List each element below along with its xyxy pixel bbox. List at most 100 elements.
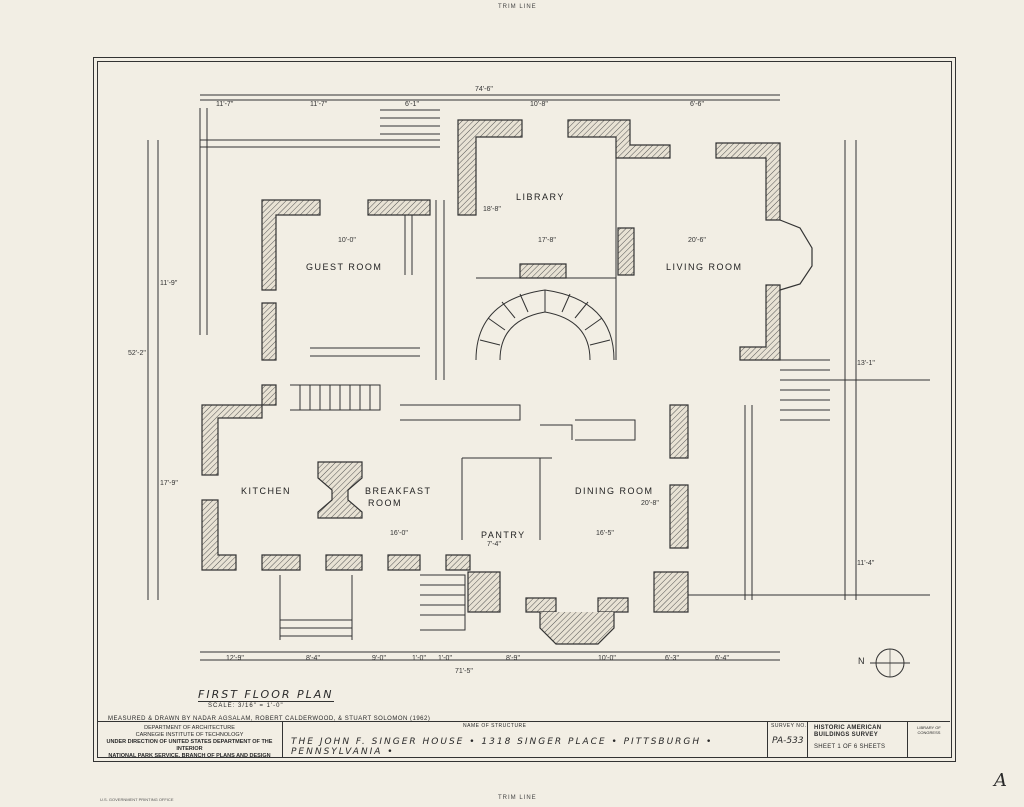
- dim-right-2: 13'-1": [857, 360, 875, 367]
- north-arrow: [870, 648, 910, 678]
- bay-window-dining: [539, 612, 615, 645]
- survey-no: PA-533: [772, 736, 804, 746]
- department-line-4: NATIONAL PARK SERVICE, BRANCH OF PLANS A…: [108, 753, 271, 759]
- dim-top-3: 6'-1": [405, 101, 419, 108]
- dim-dining-width: 16'-5": [596, 530, 614, 537]
- dim-top-1: 11'-7": [216, 101, 234, 108]
- name-of-structure-label: NAME OF STRUCTURE: [463, 723, 527, 729]
- back-stair: [290, 384, 381, 411]
- department-line-3: UNDER DIRECTION OF UNITED STATES DEPARTM…: [106, 739, 273, 752]
- partition-dining-north: [400, 404, 521, 421]
- wall-pantry-south: [445, 554, 471, 571]
- wall-bay-right: [597, 597, 629, 613]
- dim-top-2: 11'-7": [310, 101, 328, 108]
- dim-living-width: 20'-6": [688, 237, 706, 244]
- plan-scale: SCALE: 3/16" = 1'-0": [208, 703, 284, 709]
- dim-bottom-2: 8'-4": [306, 655, 320, 662]
- title-block-library: LIBRARY OF CONGRESS: [908, 722, 950, 757]
- wall-guest-west: [261, 302, 277, 361]
- wall-library-north: [567, 119, 671, 159]
- dim-top-4: 10'-8": [530, 101, 548, 108]
- east-steps: [780, 359, 830, 421]
- wall-dining-east-2: [669, 484, 689, 549]
- dim-left-1: 11'-9": [160, 280, 178, 287]
- trim-line-top: TRIM LINE: [498, 4, 537, 10]
- south-steps: [279, 575, 353, 640]
- wall-breakfast-south: [325, 554, 363, 571]
- habs-line-1: HISTORIC AMERICAN: [814, 725, 882, 731]
- dim-bottom-9: 6'-4": [715, 655, 729, 662]
- sheet-number: SHEET 1 OF 6 SHEETS: [814, 744, 886, 750]
- stair-treads: [479, 290, 611, 346]
- structure-name: THE JOHN F. SINGER HOUSE • 1318 SINGER P…: [291, 737, 714, 757]
- wall-dining-southeast: [653, 571, 689, 613]
- wall-kitchen-north: [201, 384, 277, 476]
- fireplace-living: [617, 227, 635, 276]
- partition-dining-west: [540, 424, 573, 440]
- porch-north: [200, 139, 440, 148]
- dim-bottom-5: 1'-0": [438, 655, 452, 662]
- dim-bottom-8: 6'-3": [665, 655, 679, 662]
- room-label-library: LIBRARY: [516, 192, 565, 202]
- title-block-habs: HISTORIC AMERICAN BUILDINGS SURVEY SHEET…: [808, 722, 908, 757]
- title-block-department: DEPARTMENT OF ARCHITECTURE CARNEGIE INST…: [97, 722, 283, 759]
- printer-mark: U.S. GOVERNMENT PRINTING OFFICE: [100, 797, 174, 802]
- wall-dining-south: [467, 571, 501, 613]
- room-label-kitchen: KITCHEN: [241, 486, 292, 496]
- signature-mark: A: [994, 770, 1007, 791]
- dim-bottom-7: 10'-0": [598, 655, 616, 662]
- partition-dining-north-2: [575, 419, 636, 441]
- wall-living-north: [715, 142, 781, 221]
- dim-top-5: 6'-6": [690, 101, 704, 108]
- dim-pantry-width: 7'-4": [487, 541, 501, 548]
- wall-breakfast-south-2: [387, 554, 421, 571]
- trim-line-bottom: TRIM LINE: [498, 795, 537, 801]
- dim-left-total: 52'-2": [128, 350, 146, 357]
- title-block-survey: SURVEY NO. PA-533: [768, 722, 808, 757]
- wall-dining-east: [669, 404, 689, 459]
- dim-library-depth: 18'-8": [483, 206, 501, 213]
- room-label-living-room: LIVING ROOM: [666, 262, 743, 272]
- bay-window-living: [779, 219, 813, 291]
- dim-bottom-6: 8'-9": [506, 655, 520, 662]
- chimney-breakfast: [317, 461, 363, 519]
- wall-guest-north: [261, 199, 321, 291]
- wall-guest-north-2: [367, 199, 431, 216]
- dim-breakfast-width: 16'-0": [390, 530, 408, 537]
- room-label-breakfast-room: ROOM: [368, 498, 402, 508]
- room-label-pantry: PANTRY: [481, 530, 526, 540]
- fireplace-library: [519, 263, 567, 279]
- dim-bottom-4: 1'-0": [412, 655, 426, 662]
- department-line-2: CARNEGIE INSTITUTE OF TECHNOLOGY: [135, 732, 244, 738]
- habs-title: HISTORIC AMERICAN BUILDINGS SURVEY: [814, 725, 881, 739]
- dim-bottom-1: 12'-9": [226, 655, 244, 662]
- wall-kitchen-west: [201, 499, 237, 571]
- partition-pantry: [461, 457, 552, 540]
- dim-guest-width: 10'-0": [338, 237, 356, 244]
- porch-east: [744, 405, 753, 600]
- title-block: DEPARTMENT OF ARCHITECTURE CARNEGIE INST…: [97, 721, 950, 759]
- habs-line-2: BUILDINGS SURVEY: [814, 732, 879, 738]
- wall-library-west: [457, 119, 523, 216]
- dim-right-1: 11'-4": [857, 560, 875, 567]
- library-of-congress: LIBRARY OF CONGRESS: [917, 725, 941, 735]
- measured-by: MEASURED & DRAWN BY NADAR AGSALAM, ROBER…: [108, 716, 431, 722]
- cellar-stair: [420, 574, 466, 631]
- dim-bottom-3: 9'-0": [372, 655, 386, 662]
- dim-overall-top: 74'-6": [475, 86, 493, 93]
- title-block-structure: NAME OF STRUCTURE THE JOHN F. SINGER HOU…: [283, 722, 768, 757]
- room-label-guest-room: GUEST ROOM: [306, 262, 383, 272]
- border-inner: [97, 61, 952, 758]
- wall-kitchen-south: [261, 554, 301, 571]
- partition-guest-south: [310, 347, 420, 357]
- border-outer: [93, 57, 956, 762]
- dim-left-2: 17'-9": [160, 480, 178, 487]
- partition-hall-west: [435, 200, 445, 380]
- room-label-breakfast: BREAKFAST: [365, 486, 432, 496]
- north-label: N: [858, 656, 865, 666]
- department-line-1: DEPARTMENT OF ARCHITECTURE: [144, 725, 235, 731]
- room-label-dining-room: DINING ROOM: [575, 486, 654, 496]
- dim-dining-depth: 20'-8": [641, 500, 659, 507]
